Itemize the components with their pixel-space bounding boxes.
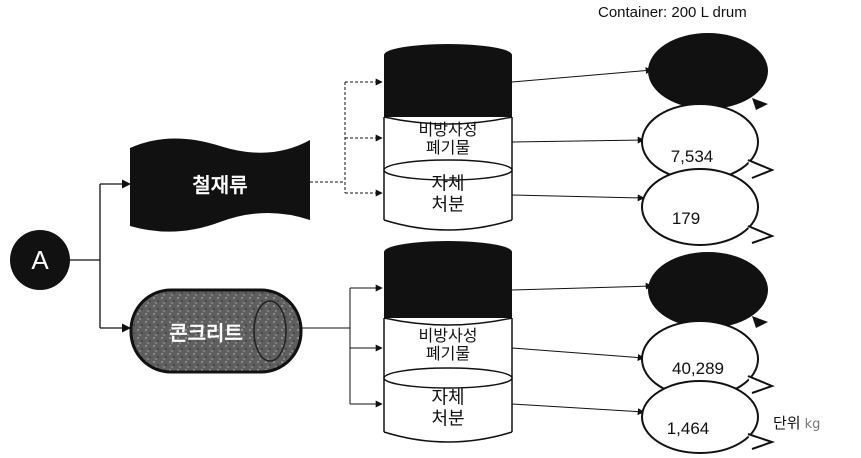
concrete-drum-connectors [301, 284, 383, 408]
concrete-drum [383, 241, 513, 443]
steel-banner: 철재류 [130, 138, 310, 232]
steel-label: 철재류 [192, 173, 247, 197]
start-connectors [70, 179, 131, 333]
steel-result-nonradioactive-value: 7,534 [671, 147, 714, 166]
concrete-result-self-disposal-value: 1,464 [667, 419, 710, 438]
steel-result-self-disposal-value: 179 [672, 209, 700, 228]
concrete-label: 콘크리트 [169, 321, 243, 345]
steel-result-black [648, 33, 768, 110]
steel-result-nonradioactive: 7,534 [641, 103, 775, 181]
steel-result-self-disposal: 179 [641, 168, 775, 246]
steel-drum [383, 44, 513, 231]
concrete-capsule: 콘크리트 [129, 288, 303, 374]
start-node: A [10, 230, 70, 290]
unit-value: kg [804, 417, 821, 432]
concrete-result-connectors [511, 282, 653, 416]
concrete-result-black [648, 252, 768, 328]
steel-drum-connectors [310, 78, 383, 197]
unit-label: 단위 [773, 414, 801, 432]
concrete-result-nonradioactive-value: 40,289 [672, 359, 724, 378]
steel-result-connectors [511, 67, 653, 202]
concrete-result-self-disposal: 1,464 [641, 380, 776, 454]
start-node-label: A [31, 245, 49, 275]
container-note: Container: 200 L drum [598, 4, 747, 21]
concrete-result-nonradioactive: 40,289 [641, 320, 775, 398]
